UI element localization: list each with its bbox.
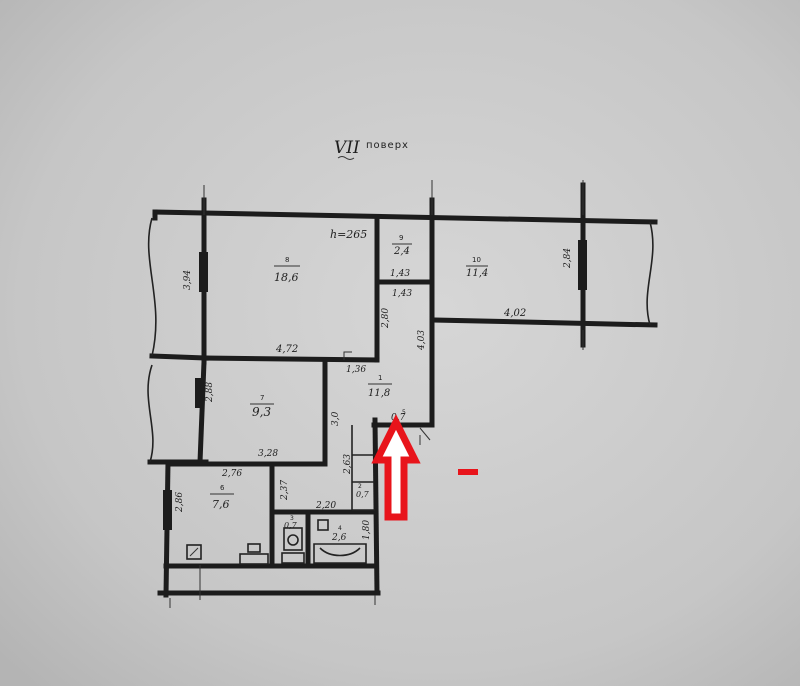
room-9-number: 9 (399, 234, 403, 242)
red-dash-mark (458, 469, 478, 475)
dim-284: 2,84 (563, 248, 573, 269)
room-7-area: 9,3 (252, 405, 271, 419)
room-3-area: 0,7 (284, 521, 298, 530)
dim-280: 2,80 (381, 308, 391, 329)
dim-263: 2,63 (343, 454, 353, 475)
dim-143a: 1,43 (390, 269, 410, 279)
dim-472: 4,72 (275, 344, 298, 355)
floor-numeral-underline (337, 156, 355, 160)
red-arrow-annotation (371, 414, 421, 521)
dim-143b: 1,43 (392, 289, 412, 299)
thin-lines (147, 180, 654, 608)
room-4-number: 4 (338, 525, 342, 532)
dim-30: 3,0 (331, 411, 341, 426)
room-3-number: 3 (290, 515, 294, 522)
room-8-number: 8 (285, 256, 289, 264)
room-6-area: 7,6 (212, 498, 230, 511)
room-5-number: 5 (402, 409, 406, 416)
dim-237: 2,37 (280, 480, 290, 501)
room-5-area: 0,7 (391, 413, 406, 423)
walls (147, 182, 658, 598)
dim-220: 2,20 (315, 501, 336, 511)
ceiling-height: h=265 (330, 228, 367, 241)
dim-402: 4,02 (503, 308, 526, 319)
dim-180: 1,80 (362, 520, 372, 540)
room-2-area: 0,7 (356, 490, 370, 499)
dim-288: 2,88 (205, 382, 215, 403)
room-1-area: 11,8 (368, 388, 390, 399)
room-6-number: 6 (220, 484, 225, 492)
dimension-labels: 3,94 4,72 1,43 1,43 2,84 4,02 2,80 4,03 … (175, 248, 573, 540)
room-1-number: 1 (378, 374, 382, 382)
dim-328: 3,28 (258, 449, 278, 459)
room-10-area: 11,4 (466, 268, 488, 279)
floor-word: поверх (366, 140, 409, 151)
room-8-area: 18,6 (274, 271, 299, 284)
dim-394: 3,94 (183, 270, 193, 290)
room-9-area: 2,4 (393, 246, 410, 257)
dim-403: 4,03 (417, 330, 427, 351)
dim-136: 1,36 (346, 365, 366, 375)
dim-286: 2,86 (175, 492, 185, 513)
dim-276: 2,76 (221, 469, 242, 479)
room-labels: 8 18,6 9 2,4 10 11,4 1 11,8 7 9,3 6 7,6 … (210, 234, 488, 543)
room-2-number: 2 (358, 483, 362, 490)
room-4-area: 2,6 (331, 533, 347, 543)
floor-numeral: VII (334, 138, 360, 158)
room-10-number: 10 (472, 256, 481, 264)
room-7-number: 7 (260, 394, 264, 402)
